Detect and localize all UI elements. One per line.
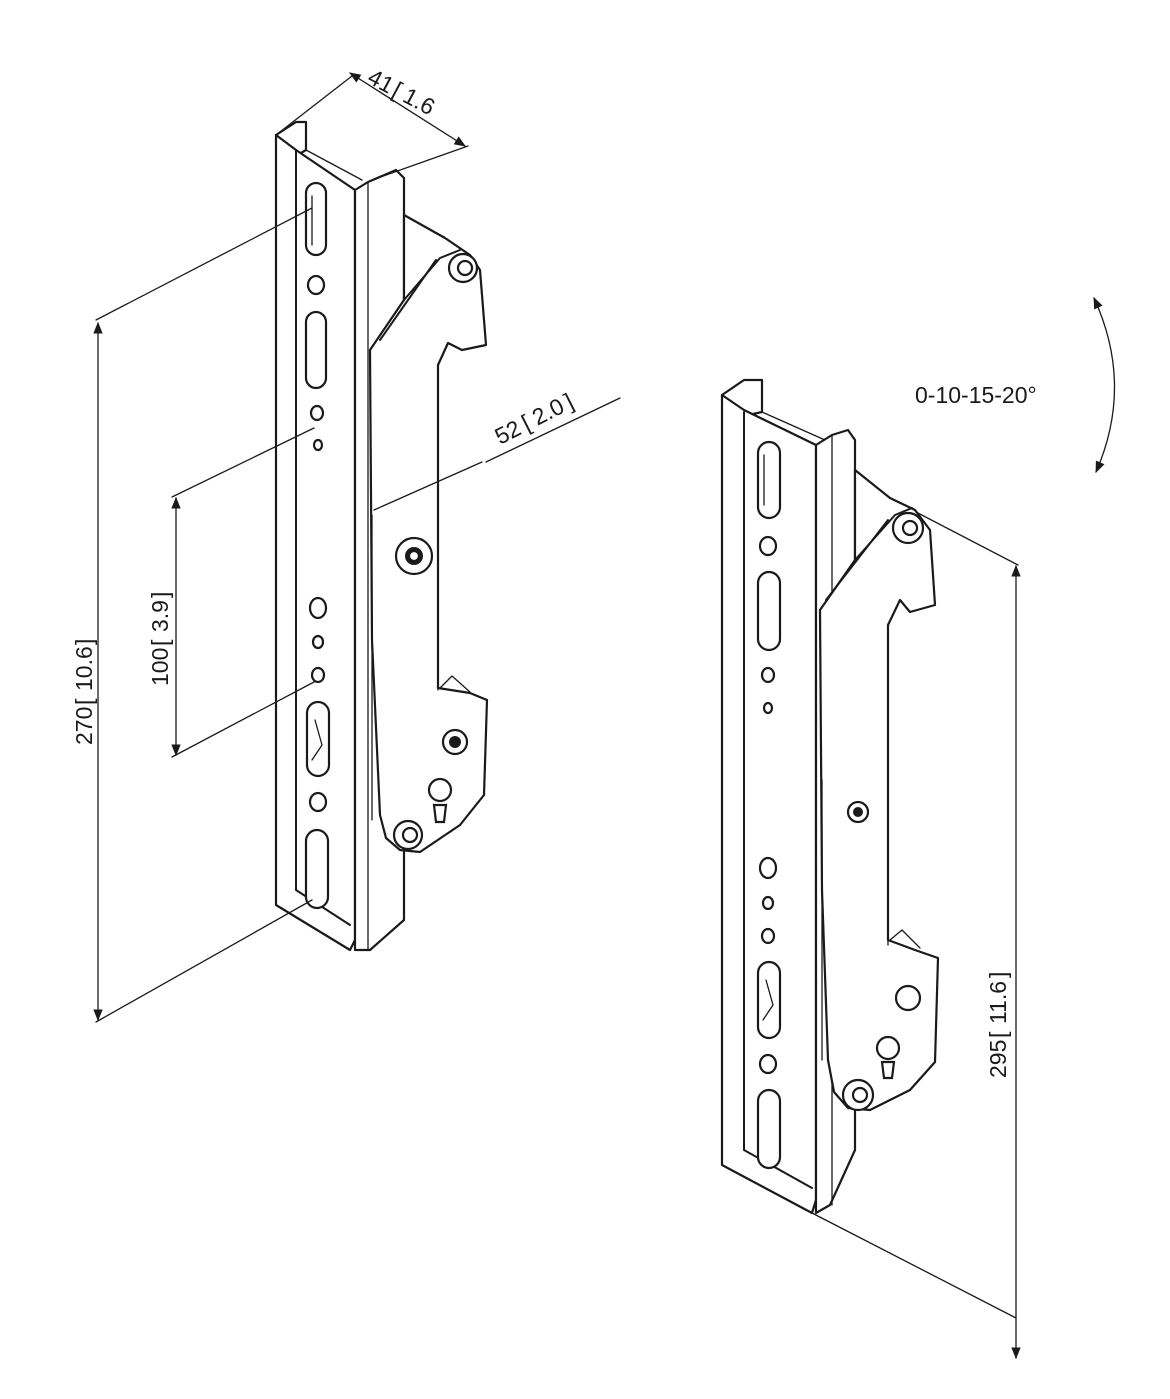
dim-270-bracket-r: ]: [71, 639, 97, 645]
dim-100-bracket-l: [: [147, 639, 173, 646]
dim-295-value: 295: [985, 1040, 1011, 1078]
dimension-lines: [93, 72, 1116, 1360]
left-bracket: [274, 120, 489, 952]
dim-270-inches: 10.6: [71, 646, 97, 691]
dim-100-value: 100: [147, 648, 173, 686]
dim-295-bracket-l: [: [985, 1031, 1011, 1038]
dim-100-bracket-r: ]: [147, 592, 173, 598]
tilt-range-label: 0-10-15-20°: [915, 382, 1037, 408]
dim-41-inches: 1.6: [399, 82, 439, 120]
dim-100-inches: 3.9: [147, 600, 173, 632]
right-bracket: [720, 378, 940, 1215]
dim-270-value: 270: [71, 707, 97, 745]
dim-270-bracket-l: [: [71, 698, 97, 705]
dim-52-inches: 2.0: [528, 393, 568, 431]
dim-295-inches: 11.6: [985, 981, 1011, 1024]
dim-295-bracket-r: ]: [985, 972, 1011, 978]
